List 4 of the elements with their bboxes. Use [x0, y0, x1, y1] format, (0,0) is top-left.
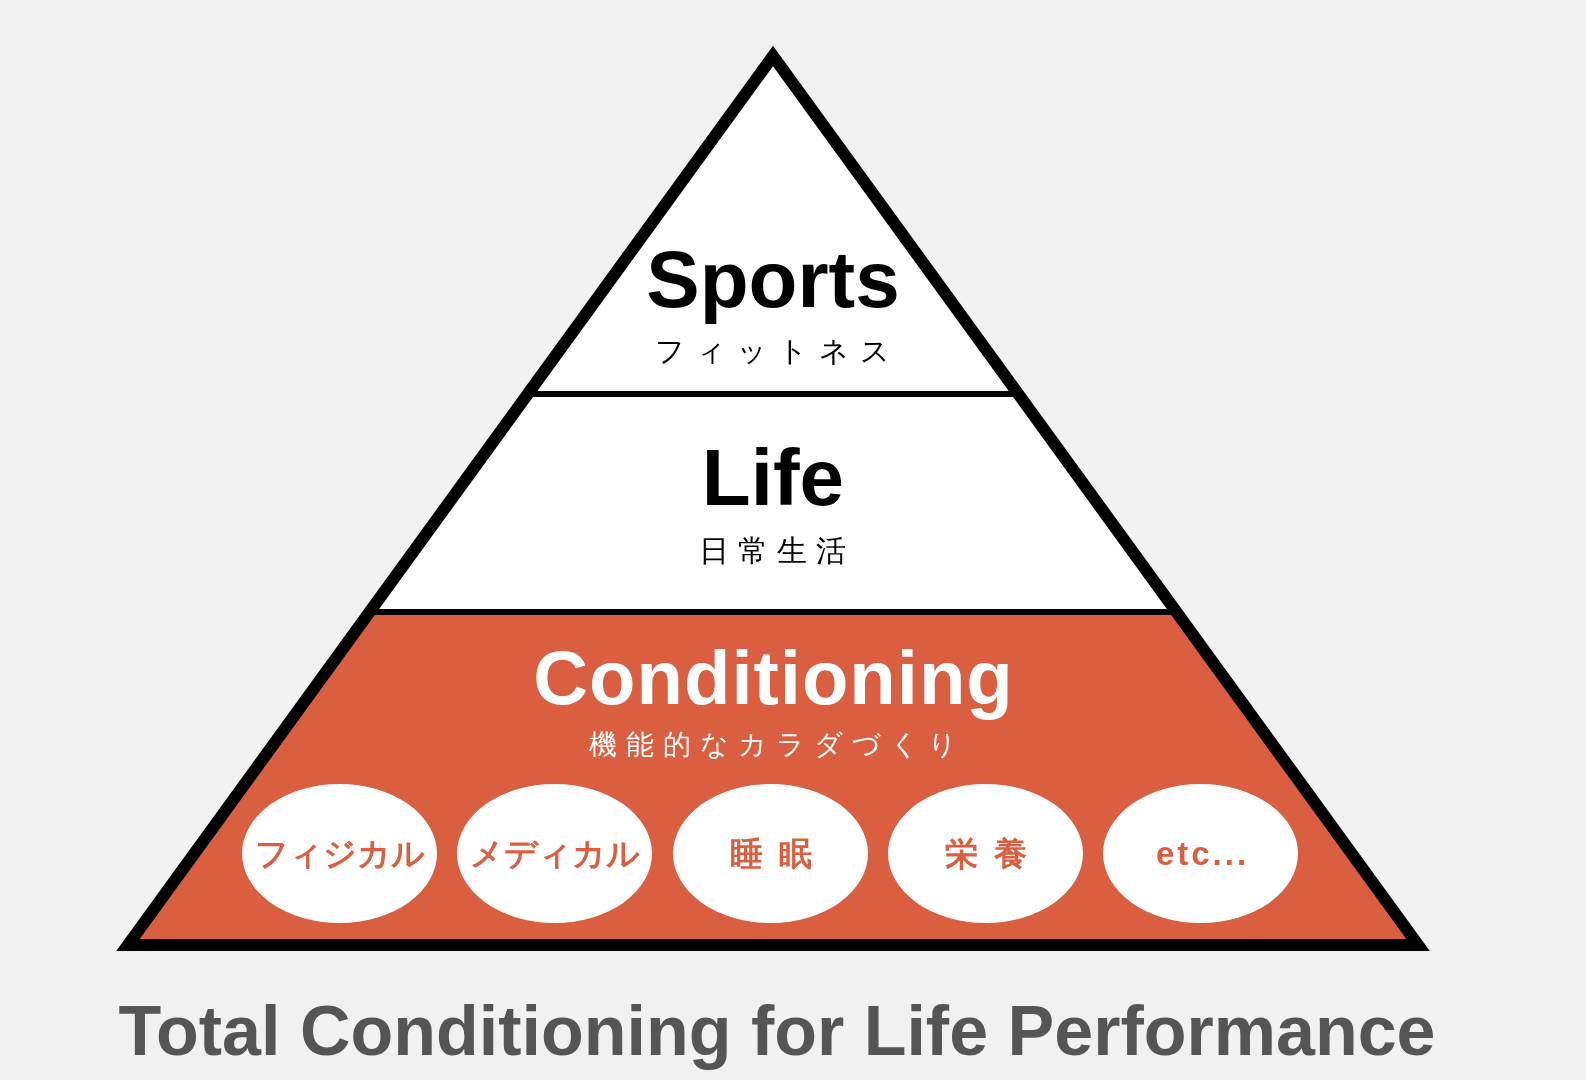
tier-title: Life — [701, 438, 845, 518]
tier-subtitle: 日常生活 — [698, 536, 856, 566]
tier-subtitle: フィットネス — [654, 336, 902, 366]
tier-subtitle: 機能的なカラダづくり — [588, 731, 966, 759]
